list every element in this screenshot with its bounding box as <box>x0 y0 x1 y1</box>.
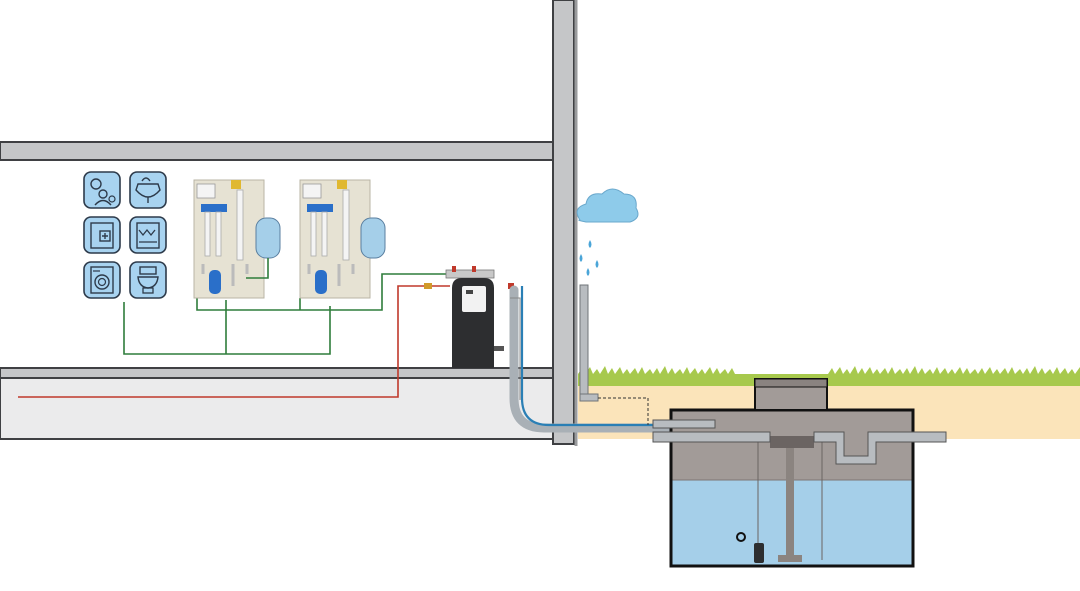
ground-floor-slab <box>0 367 575 379</box>
animal-trough-icon <box>129 171 167 209</box>
rain-cloud <box>576 188 639 276</box>
usage-icons <box>83 171 167 299</box>
dishwasher-icon <box>83 216 121 254</box>
expansion-vessel-1 <box>246 217 281 279</box>
building-service-icon <box>83 171 121 209</box>
washing-machine-icon <box>83 261 121 299</box>
toilet-icon <box>129 261 167 299</box>
rainwater-tank <box>669 378 915 568</box>
exterior-wall <box>552 0 575 445</box>
rainwater-module-1 <box>193 179 265 299</box>
rainwater-module-2 <box>299 179 371 299</box>
submersible-pump <box>736 532 764 563</box>
pump-conduit <box>509 285 715 433</box>
basement-floor <box>0 377 575 440</box>
inlet-pipe <box>652 419 771 443</box>
expansion-vessel-2 <box>360 217 386 259</box>
upper-floor-slab <box>0 141 575 161</box>
industrial-washer-icon <box>129 216 167 254</box>
green-supply-pipes <box>123 273 448 355</box>
grass <box>578 366 1080 386</box>
grey-control-line <box>510 297 521 400</box>
downpipe <box>579 284 599 402</box>
control-unit <box>452 278 504 368</box>
dashed-inflow-line <box>598 397 649 425</box>
overflow-pipe <box>813 431 947 465</box>
